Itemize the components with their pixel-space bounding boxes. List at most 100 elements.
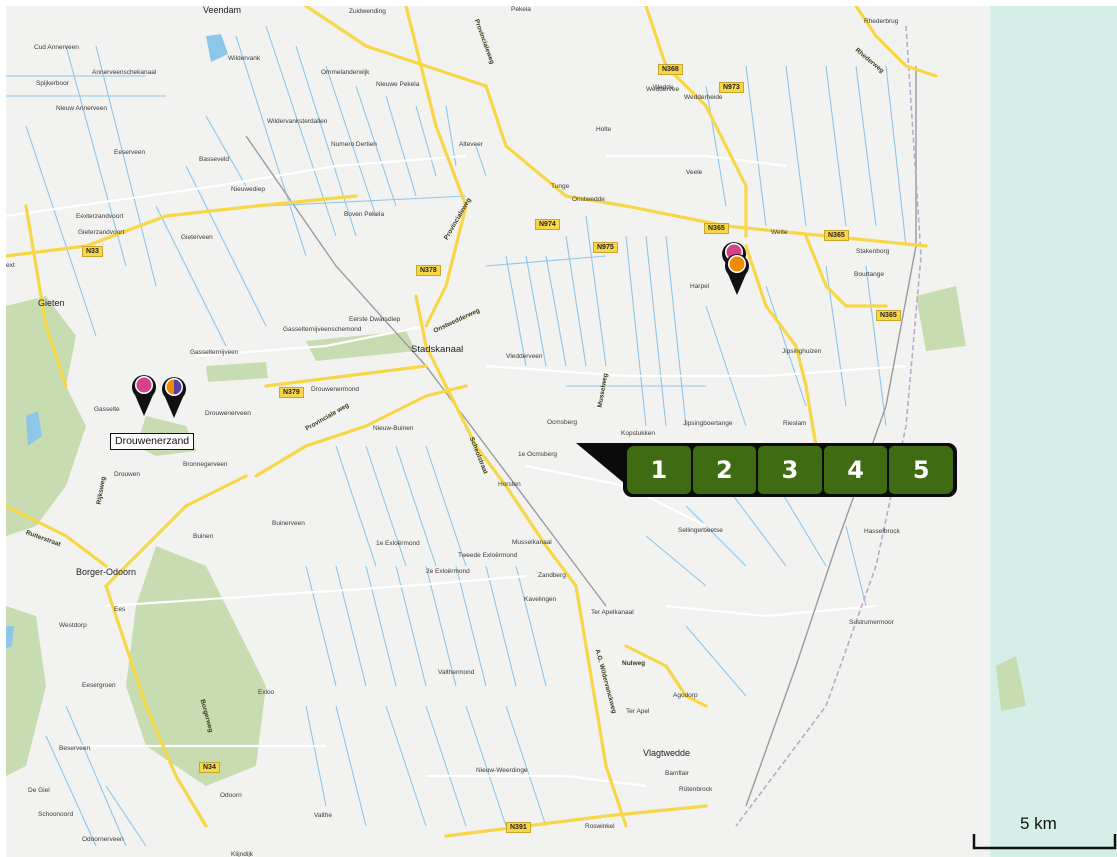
place-label: Weddervee [646,86,680,93]
place-label: Harpel [690,283,710,290]
place-label: Stakenborg [856,248,890,255]
place-label: Nieuwediep [231,186,265,193]
place-label: Onstwedde [572,196,605,203]
place-label: Odoornerveen [82,836,124,843]
place-label: Veendam [203,6,242,15]
place-label: Spijkerboor [36,80,69,87]
place-label: Exloo [258,689,275,696]
place-label: Gieten [38,298,65,308]
road-shield: N973 [719,82,744,93]
road-shield: N378 [416,265,441,276]
step-button-4[interactable]: 4 [823,446,888,494]
place-label: Nieuw Annerveen [56,105,107,112]
place-label: Sustrumermoor [849,619,894,626]
place-label: Borger-Odoorn [76,567,137,577]
place-label: Jipsingboertange [683,420,733,427]
road-shield: N974 [535,219,560,230]
place-label: Rütenbrock [679,786,713,793]
place-label: Bronnegerveen [183,461,228,468]
place-label: Weite [771,229,788,236]
place-label: Rhederbrug [864,18,899,25]
place-label: Annerveenschekanaal [92,69,157,76]
scale-bar: 5 km [972,812,1117,852]
place-label: Vlagtwedde [643,748,691,758]
place-label: Ees [114,606,126,613]
step-button-5[interactable]: 5 [889,446,953,494]
road-shield: N365 [876,310,901,321]
place-label: Schoonoord [38,811,74,818]
place-label: Alteveer [459,141,483,148]
place-label: Kopstukken [621,430,655,437]
road-shield: N975 [593,242,618,253]
road-shield: N33 [82,246,103,257]
place-label: Beserveen [59,745,91,752]
place-label: Ocmsberg [547,419,577,426]
main-roads [6,6,938,838]
place-label: Nieuwe Pekela [376,81,420,88]
place-label: Drouwenerveen [205,410,251,417]
place-label: Gieterzandvoort [78,229,125,236]
step-button-1[interactable]: 1 [627,446,691,494]
step-button-3[interactable]: 3 [758,446,822,494]
scale-ruler [972,834,1117,850]
place-label: Eeserveen [114,149,146,156]
place-label: Bamflair [665,770,689,777]
place-label: Stadskanaal [411,344,464,355]
poi-marker-magenta[interactable] [130,371,158,417]
place-label: Eexterzandvoort [76,213,124,220]
place-label: Vledderveen [506,353,543,360]
road-shield: N368 [658,64,683,75]
pin-icon [162,377,186,418]
lakes [6,34,228,648]
road-shield: N365 [824,230,849,241]
place-label: Numero Dertien [331,141,377,148]
road-shield: N365 [704,223,729,234]
place-label: Gasselternijveenschemond [283,326,362,333]
place-label: Jipsinghuizen [782,348,822,355]
pin-icon [132,375,156,416]
place-label: Rieslam [783,420,807,427]
place-label: Tunge [551,183,570,190]
road-shield: N391 [506,822,531,833]
place-label: Gasselternijveen [190,349,239,356]
place-label: 1e Exloërmond [376,540,420,547]
place-label: Klijndijk [231,851,254,857]
place-label: Ter Apel [626,708,650,715]
place-label: Nieuw-Buinen [373,425,414,432]
step-button-2[interactable]: 2 [692,446,757,494]
place-label: Zuidwending [349,8,386,15]
place-label: Wedderheide [684,94,723,101]
place-label: Pekela [511,6,531,13]
place-label: Holte [596,126,612,133]
place-label: Wildervank [228,55,261,62]
map-base-layer [6,6,1117,857]
canals [6,25,907,847]
place-label: De Giel [28,787,50,794]
place-label: Buinerveen [272,520,305,527]
place-label: Cud Annerveen [34,44,79,51]
poi-marker-orange[interactable] [723,250,751,296]
steps-pointer [576,443,636,493]
place-label: Boven Pekela [344,211,385,218]
scale-label: 5 km [1020,814,1057,833]
place-label: Valthe [314,812,332,819]
country-border [735,25,922,827]
place-label: Westdorp [59,622,87,629]
place-label: Buinen [193,533,214,540]
place-label: Wedde [653,84,674,91]
place-label: Eerste Dwarsdiep [349,316,401,323]
place-label: Wildervanksterdallen [267,118,328,125]
place-label: Kavelingen [524,596,557,603]
road-name-label: Nulweg [622,660,646,667]
drouwenerzand-label[interactable]: Drouwenerzand [110,433,195,450]
place-label: Nieuw-Weerdinge [476,767,528,774]
place-label: Sellingerbeetse [678,527,723,534]
place-label: Valthermond [438,669,475,676]
place-label: Hasselbrock [864,528,900,535]
poi-marker-orange-purple[interactable] [160,373,188,419]
place-label: Zandberg [538,572,566,579]
place-label: Bourtange [854,271,884,278]
place-label: Roswinkel [585,823,615,830]
